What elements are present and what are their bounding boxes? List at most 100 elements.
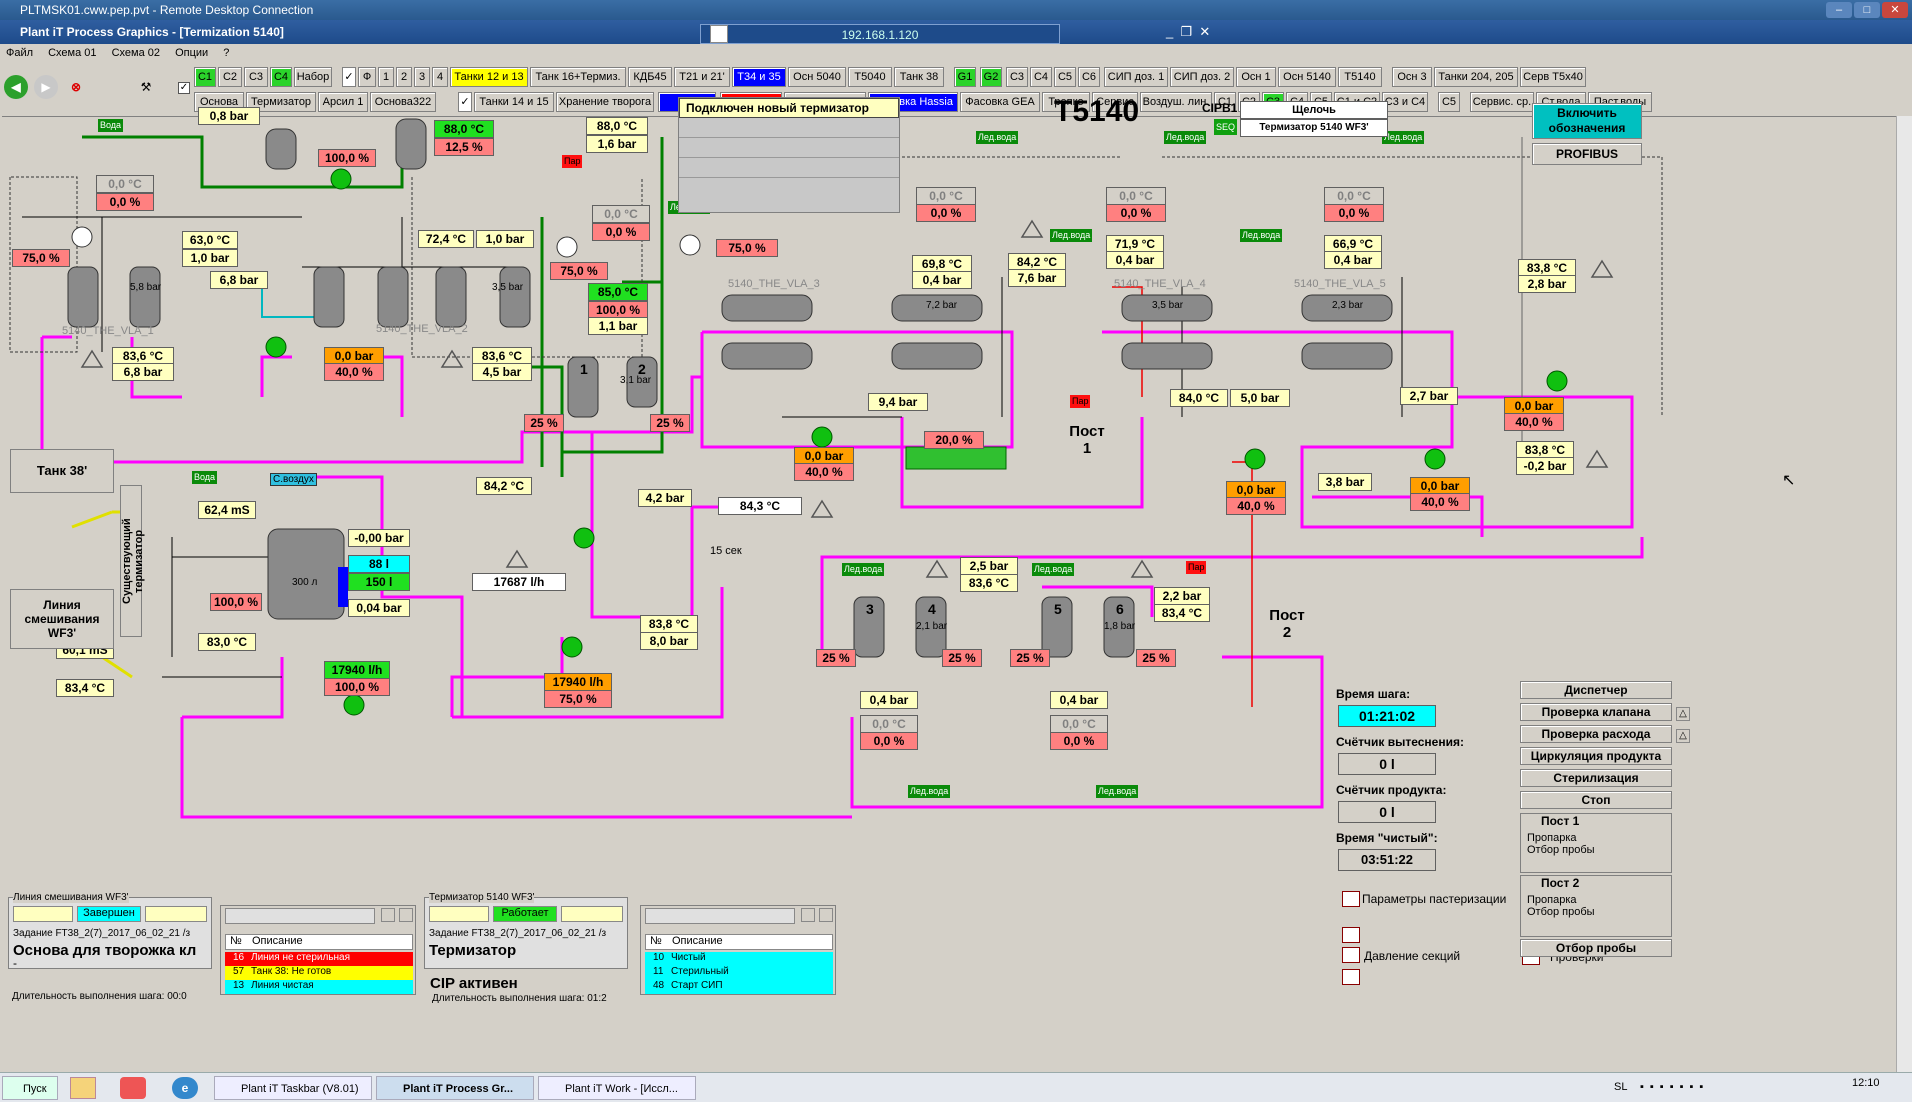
tb2-air[interactable]: Воздуш. лин. [1140,92,1212,112]
tb-c1[interactable]: C1 [194,67,216,87]
sample-button[interactable]: Отбор пробы [1520,939,1672,957]
ie-icon[interactable]: e [172,1077,198,1099]
tb2-osnova322[interactable]: Основа322 [370,92,436,112]
tb-sip2[interactable]: СИП доз. 2 [1170,67,1234,87]
tb-tanks12-13[interactable]: Танки 12 и 13 [450,67,528,87]
task-process-graphics[interactable]: Plant iT Process Gr... [376,1076,534,1100]
minimize-button[interactable]: – [1826,2,1852,18]
menu-scheme1[interactable]: Схема 01 [48,47,97,59]
tb2-s3s4[interactable]: С3 и С4 [1382,92,1428,112]
tb-t5140[interactable]: Т5140 [1338,67,1382,87]
tb2-tanks14[interactable]: Танки 14 и 15 [474,92,554,112]
tb-s4[interactable]: С4 [1030,67,1052,87]
tb-kdb45[interactable]: КДБ45 [628,67,672,87]
tb2-servsr[interactable]: Сервис. ср. [1470,92,1534,112]
tb-t34[interactable]: Т34 и 35 [732,67,786,87]
post2-steam[interactable]: Пропарка [1527,894,1577,906]
menu-help[interactable]: ? [223,47,230,59]
tb-t21[interactable]: Т21 и 21' [674,67,730,87]
start-button[interactable]: Пуск [2,1076,58,1100]
tb2-gea[interactable]: Фасовка GEA [960,92,1040,112]
tank38-box[interactable]: Танк 38' [10,449,114,493]
tb-s6[interactable]: С6 [1078,67,1100,87]
tb-1[interactable]: 1 [378,67,394,87]
tb-s3[interactable]: С3 [1006,67,1028,87]
tb2-storage[interactable]: Хранение творога [556,92,654,112]
tb2-termizator[interactable]: Термизатор [246,92,316,112]
tb-c4[interactable]: C4 [270,67,292,87]
tb-g2[interactable]: G2 [980,67,1002,87]
menu-scheme2[interactable]: Схема 02 [111,47,161,59]
tb-c2[interactable]: C2 [218,67,242,87]
menu-file[interactable]: Файл [6,47,34,59]
existing-therm-box[interactable]: Существующий термизатор [120,485,145,637]
tb-f[interactable]: Ф [358,67,376,87]
maximize-button[interactable]: □ [1854,2,1880,18]
tb-serv[interactable]: Серв T5x40 [1520,67,1586,87]
tb-check[interactable]: ✓ [342,67,356,87]
flow-check-button[interactable]: Проверка расхода [1520,725,1672,743]
toolbar-checkbox[interactable]: ✓ [178,82,190,94]
task-taskbar[interactable]: Plant iT Taskbar (V8.01) [214,1076,372,1100]
alarms1-filter[interactable] [225,908,375,924]
circulation-button[interactable]: Циркуляция продукта [1520,747,1672,765]
link-pasteurization[interactable]: Параметры пастеризации [1362,892,1507,906]
clear-icon[interactable] [399,908,413,922]
tb-sip1[interactable]: СИП доз. 1 [1104,67,1168,87]
post2-sample[interactable]: Отбор пробы [1527,906,1595,918]
post1-sample[interactable]: Отбор пробы [1527,844,1595,856]
stop-button[interactable]: Стоп [1520,791,1672,809]
tb-tanks204[interactable]: Танки 204, 205 [1434,67,1518,87]
tb-s5[interactable]: С5 [1054,67,1076,87]
profibus-button[interactable]: PROFIBUS [1532,143,1642,165]
tb-4[interactable]: 4 [432,67,448,87]
valve-check-button[interactable]: Проверка клапана [1520,703,1672,721]
close-button[interactable]: ✕ [1882,2,1908,18]
task-work[interactable]: Plant iT Work - [Иссл... [538,1076,696,1100]
dispatcher-button[interactable]: Диспетчер [1520,681,1672,699]
tray-icons[interactable]: ▪▪▪▪▪▪▪ [1640,1081,1710,1093]
tb-g1[interactable]: G1 [954,67,976,87]
tb-tank38[interactable]: Танк 38 [894,67,944,87]
tool-icon[interactable]: ⚒ [140,80,152,94]
tb2-arsil[interactable]: Арсил 1 [318,92,368,112]
filter-icon[interactable] [381,908,395,922]
tb-t5040[interactable]: Т5040 [848,67,892,87]
tb2-check[interactable]: ✓ [458,92,472,112]
menu-options[interactable]: Опции [175,47,209,59]
post1-steam[interactable]: Пропарка [1527,832,1577,844]
filter-icon[interactable] [801,908,815,922]
pin-icon[interactable] [710,25,728,43]
tb2-service[interactable]: Сервис [1092,92,1138,112]
media-icon[interactable] [120,1077,146,1099]
chart-icon[interactable] [1342,891,1360,907]
tb2-s1[interactable]: С1 [1214,92,1236,112]
tb-nabor[interactable]: Набор [294,67,332,87]
chart-icon[interactable] [1342,927,1360,943]
sterilization-button[interactable]: Стерилизация [1520,769,1672,787]
vertical-scrollbar[interactable] [1896,116,1912,1072]
folder-icon[interactable] [70,1077,96,1099]
chart-icon[interactable] [1342,947,1360,963]
tb2-trepko[interactable]: Трепко [1042,92,1090,112]
forward-icon[interactable]: ▶ [34,75,58,99]
language-indicator[interactable]: SL [1614,1081,1628,1093]
tb-tank16[interactable]: Танк 16+Термиз. [530,67,626,87]
tb-3[interactable]: 3 [414,67,430,87]
link-pressure[interactable]: Давление секций [1364,949,1461,963]
tb-osn5140[interactable]: Осн 5140 [1278,67,1336,87]
tb2-s5b[interactable]: С5 [1438,92,1460,112]
window-controls[interactable]: _ ❐ ✕ [1166,24,1211,39]
stop-icon[interactable]: ⊗ [70,80,82,94]
back-icon[interactable]: ◀ [4,75,28,99]
clear-icon[interactable] [819,908,833,922]
tb-osn1[interactable]: Осн 1 [1236,67,1276,87]
chart-icon[interactable] [1342,969,1360,985]
tb-osn3[interactable]: Осн 3 [1392,67,1432,87]
